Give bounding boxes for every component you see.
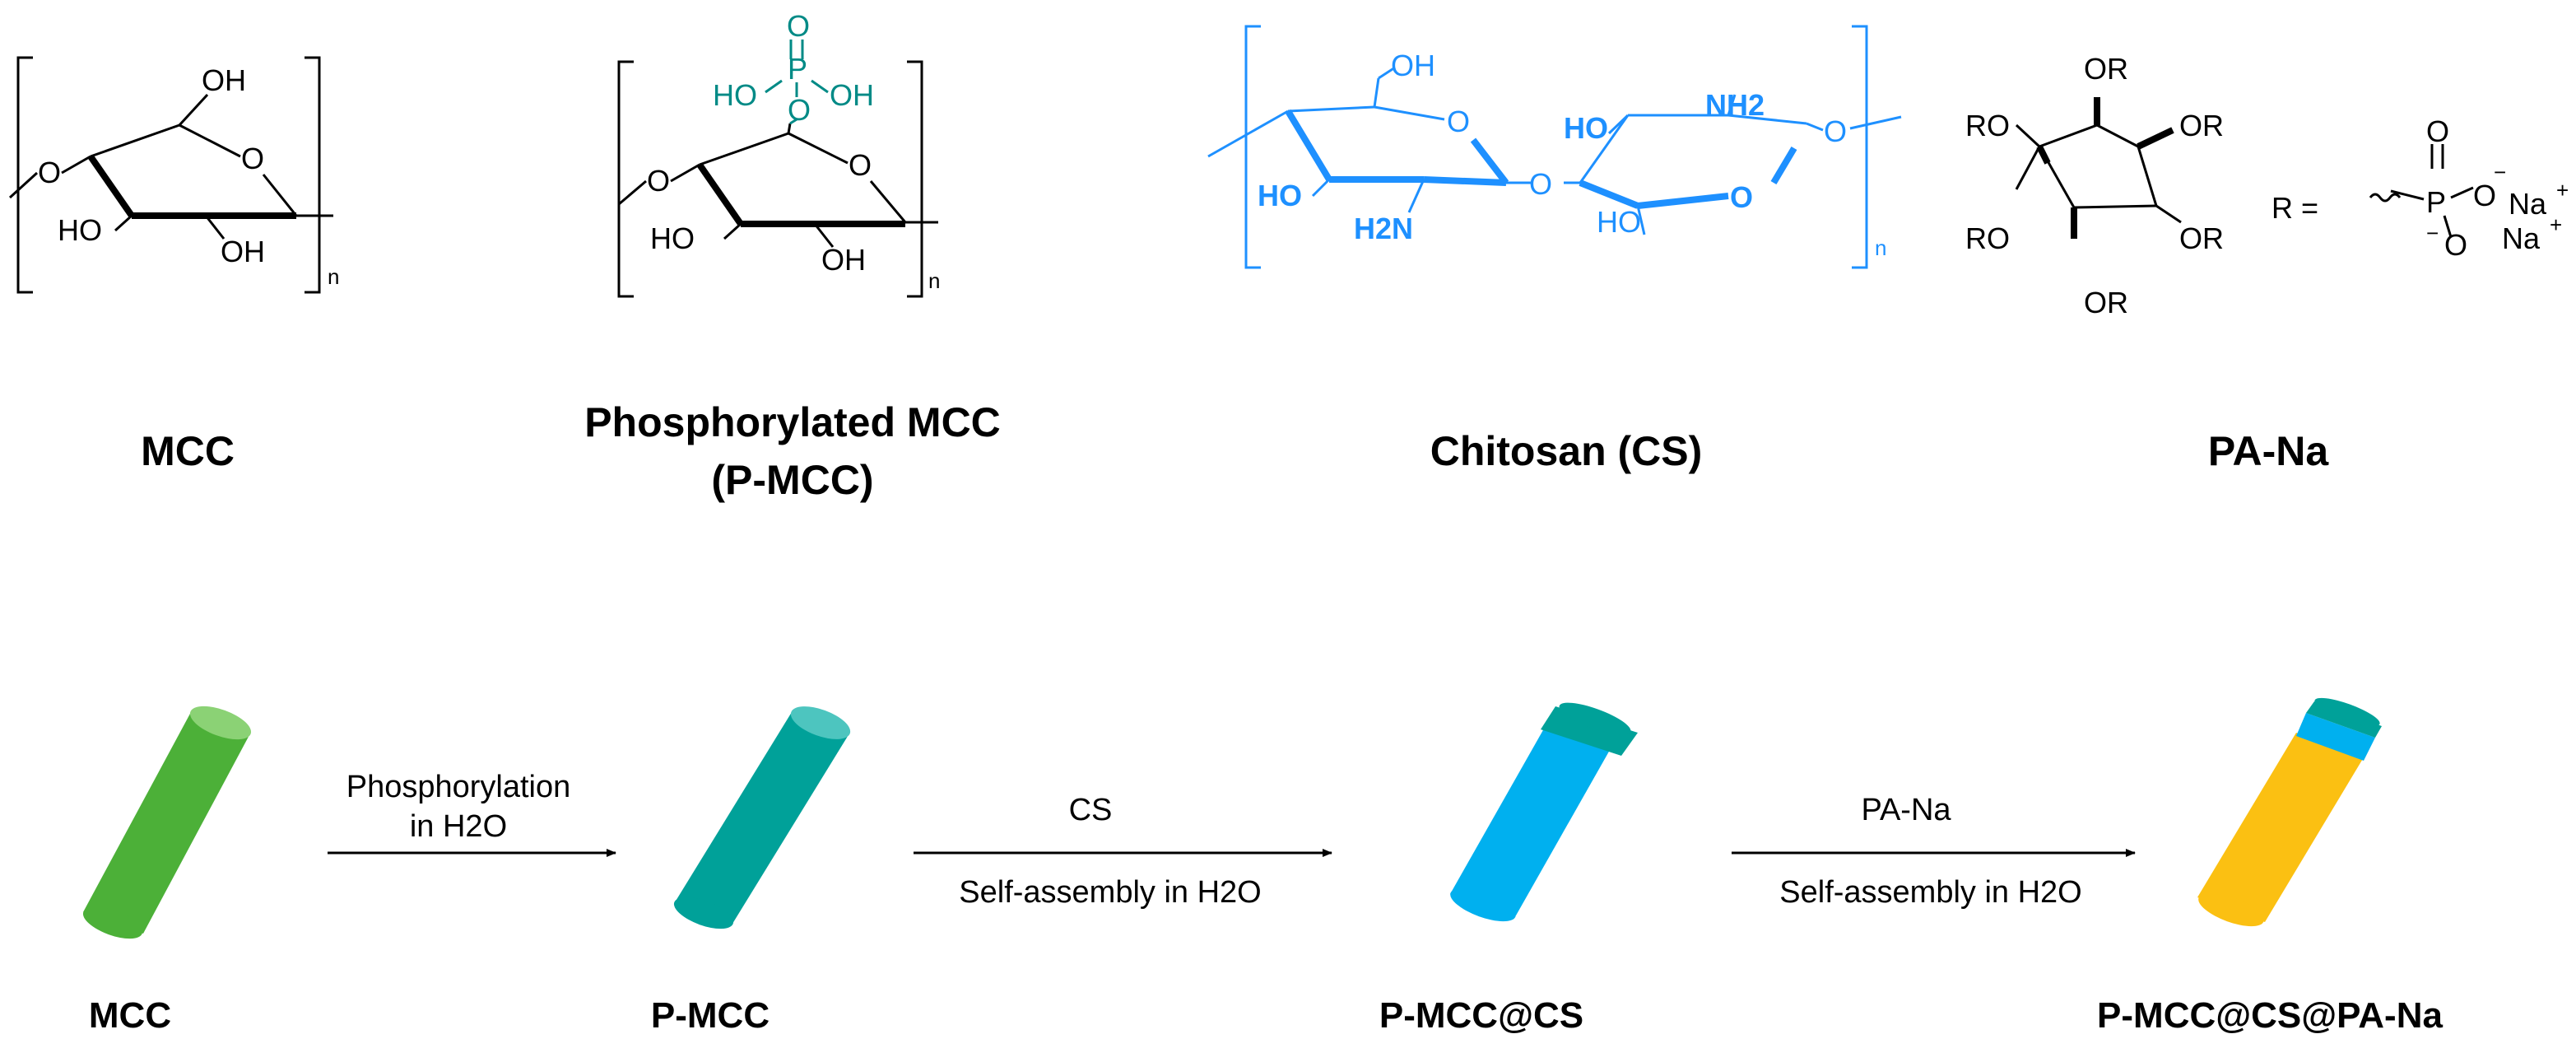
- mcc-ring-o: O: [241, 142, 264, 175]
- chitosan-ring-o-a: O: [1447, 105, 1470, 138]
- chitosan-structure: [1207, 25, 1902, 269]
- mcc-right-bracket: [305, 56, 321, 294]
- pana-rod-bottom-cap: [2198, 892, 2264, 927]
- pmcc-n: n: [928, 268, 940, 293]
- mcc-title: MCC: [141, 428, 235, 474]
- chitosan-right-bracket: [1852, 25, 1868, 269]
- pmcc-ring-o: O: [849, 148, 872, 182]
- pmcc-right-bracket: [907, 60, 923, 298]
- pmcc-rod-top-cap: [790, 706, 851, 739]
- mcc-rod-top-cap: [189, 706, 252, 740]
- pana-r-equals: R =: [2271, 191, 2318, 225]
- stage-label-pmcc: P-MCC: [651, 995, 770, 1036]
- mcc-structure: [8, 56, 333, 294]
- chitosan-left-bracket: [1244, 25, 1261, 269]
- pmcc-phosphate-o-top: O: [787, 9, 810, 43]
- mcc-rod: [82, 706, 252, 939]
- pana-na-2: Na: [2502, 221, 2541, 255]
- chitosan-title: Chitosan (CS): [1430, 428, 1703, 474]
- chitosan-glyco-o: O: [1529, 167, 1552, 201]
- mcc-oh2: OH: [221, 235, 265, 268]
- step3-label-below: Self-assembly in H2O: [1779, 875, 2081, 910]
- pmcc-rod-body: [675, 712, 849, 924]
- pana-r-group-bonds: [2369, 144, 2474, 238]
- chitosan-nh2-a: H2N: [1354, 212, 1413, 245]
- cs-rod-core-top: [1541, 706, 1638, 756]
- pana-plus-1: +: [2556, 178, 2569, 203]
- stage-label-cs: P-MCC@CS: [1379, 995, 1583, 1036]
- chitosan-o-end: O: [1824, 114, 1847, 148]
- step2-label-above: CS: [1069, 793, 1113, 827]
- wavy-bond-icon: [2369, 193, 2402, 203]
- pana-rod-core-cap: [2314, 697, 2380, 727]
- mcc-rod-body: [83, 712, 250, 934]
- pana-phosphate-o-top: O: [2426, 114, 2449, 148]
- pana-or-lower-right: OR: [2179, 221, 2224, 255]
- chitosan-oh6-b: HO: [1597, 205, 1641, 239]
- pana-phosphate-o-minus-2: O: [2444, 228, 2467, 262]
- chitosan-ho3-a: HO: [1258, 179, 1302, 212]
- pmcc-phosphate-oh: OH: [830, 78, 874, 112]
- step2-label-below: Self-assembly in H2O: [959, 875, 1261, 910]
- pana-rod-cs-layer: [2296, 713, 2375, 761]
- cs-rod-body: [1450, 723, 1613, 915]
- stage-label-pana: P-MCC@CS@PA-Na: [2097, 995, 2443, 1036]
- mcc-o1: O: [38, 156, 61, 189]
- mcc-ho3: HO: [58, 213, 102, 247]
- chitosan-n: n: [1875, 235, 1886, 260]
- pmcc-rod: [673, 706, 851, 929]
- chitosan-nh2-b: NH2: [1705, 88, 1765, 122]
- pmcc-phosphate-bonds: [765, 40, 829, 125]
- pana-minus-1: −: [2494, 160, 2506, 184]
- pana-rod: [2197, 697, 2382, 927]
- pana-or-upper-right: OR: [2179, 109, 2224, 142]
- pmcc-ho3: HO: [650, 221, 695, 255]
- mcc-left-bracket: [16, 56, 33, 294]
- pana-na-1: Na: [2509, 187, 2547, 221]
- pmcc-structure: [617, 60, 938, 298]
- step3-label-above: PA-Na: [1861, 793, 1951, 827]
- pmcc-phosphate-p: P: [788, 52, 807, 86]
- pana-ro-lower-left: RO: [1965, 221, 2010, 255]
- stage-label-mcc: MCC: [89, 995, 171, 1036]
- cs-rod: [1450, 702, 1638, 922]
- pana-rod-body: [2197, 733, 2364, 922]
- chitosan-oh6-a: OH: [1391, 49, 1435, 82]
- pmcc-phosphate-ho: HO: [713, 78, 757, 112]
- mcc-rod-bottom-cap: [82, 906, 143, 939]
- cs-rod-core-cap: [1559, 702, 1631, 735]
- pana-phosphate-p: P: [2426, 185, 2446, 219]
- mcc-oh6: OH: [202, 63, 246, 97]
- pmcc-title-line1: Phosphorylated MCC: [584, 399, 1001, 445]
- step1-label-above2: in H2O: [410, 809, 507, 844]
- pmcc-o1: O: [647, 164, 670, 198]
- pana-ro-upper-left: RO: [1965, 109, 2010, 142]
- pmcc-phosphate-o-link: O: [788, 93, 811, 127]
- pmcc-rod-bottom-cap: [673, 897, 734, 929]
- step1-label-above: Phosphorylation: [346, 770, 571, 804]
- pana-minus-2: −: [2426, 221, 2439, 245]
- mcc-n: n: [328, 264, 339, 289]
- pmcc-oh2: OH: [821, 243, 866, 277]
- pana-structure: [2015, 97, 2182, 239]
- pana-or-top: OR: [2084, 52, 2128, 86]
- pmcc-title-line2: (P-MCC): [711, 457, 873, 503]
- pana-plus-2: +: [2550, 212, 2562, 237]
- chitosan-ho3-b: HO: [1564, 111, 1608, 145]
- cs-rod-bottom-cap: [1450, 887, 1516, 922]
- chitosan-ring-o-b: O: [1730, 180, 1753, 214]
- pana-title: PA-Na: [2208, 428, 2330, 474]
- pana-or-bottom: OR: [2084, 286, 2128, 319]
- pana-phosphate-o-minus-1: O: [2473, 179, 2496, 212]
- pmcc-left-bracket: [617, 60, 634, 298]
